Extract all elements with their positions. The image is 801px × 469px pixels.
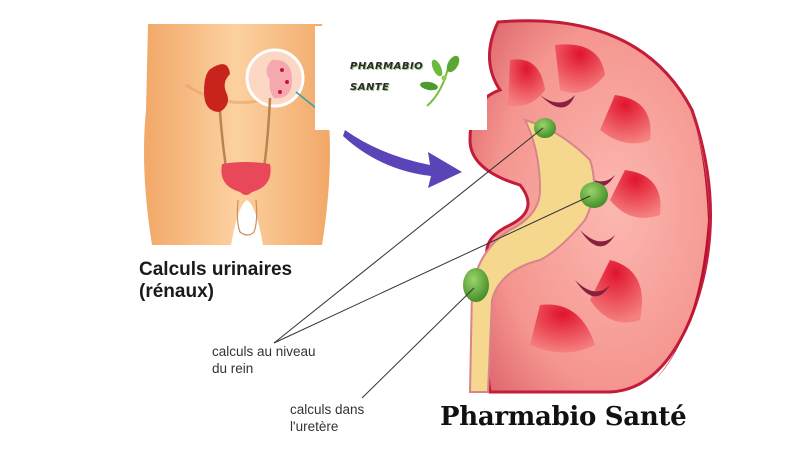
pointer-lines (273, 127, 591, 399)
kidney-cross-section (463, 19, 712, 394)
diagram-title: Calculs urinaires (rénaux) (139, 259, 292, 303)
callout-kidney-line1: calculs au niveau (212, 344, 316, 359)
callout-kidney-stones: calculs au niveau du rein (212, 343, 316, 377)
stone-middle (580, 182, 608, 208)
diagram-title-line2: (rénaux) (139, 281, 214, 302)
callout-kidney-line2: du rein (212, 361, 254, 376)
stone-upper (534, 118, 556, 138)
stone-ureter (463, 268, 489, 302)
logo-card: PHARMABIO SANTE (315, 26, 487, 130)
logo-text-line2: SANTE (350, 82, 390, 93)
brand-watermark: Pharmabio Santé (440, 402, 687, 432)
diagram-title-line1: Calculs urinaires (139, 259, 293, 280)
callout-ureter-stones: calculs dans l'uretère (290, 401, 364, 435)
callout-ureter-line1: calculs dans (290, 402, 365, 417)
callout-ureter-line2: l'uretère (290, 419, 339, 434)
torso-illustration (144, 24, 330, 245)
leaf-sprout-icon (420, 55, 460, 107)
logo-text-line1: PHARMABIO (350, 61, 424, 72)
arrow-icon (343, 130, 462, 188)
